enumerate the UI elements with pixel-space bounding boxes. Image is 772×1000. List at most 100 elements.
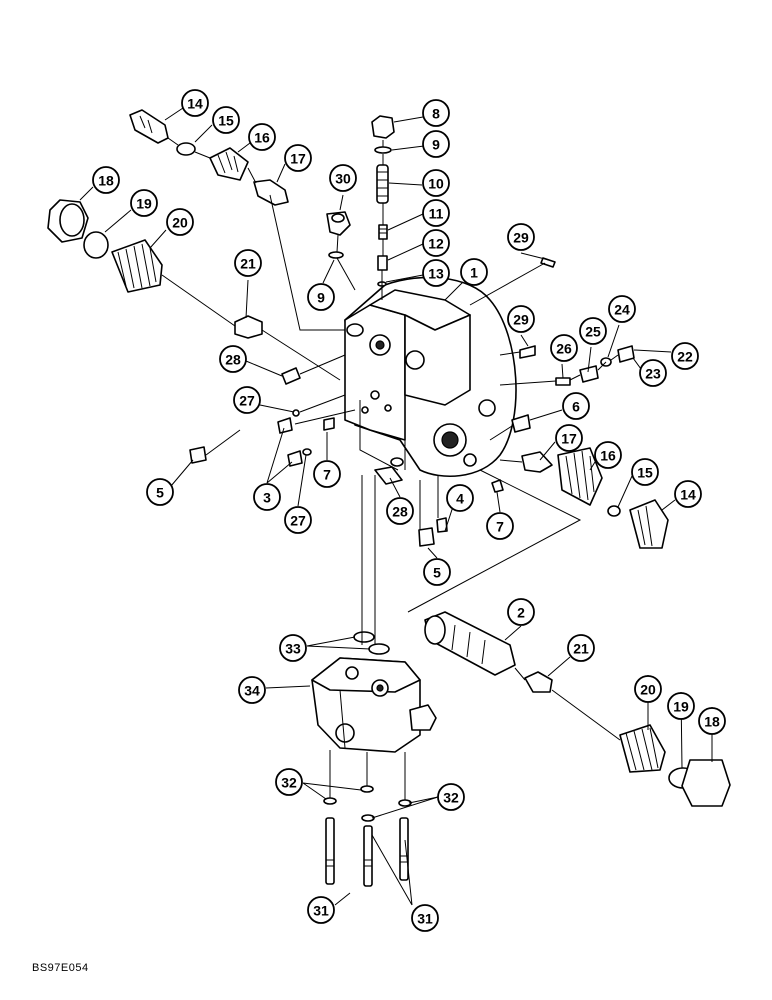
main-valve-housing	[344, 276, 517, 478]
callout-11: 11	[422, 199, 450, 227]
callout-circle	[608, 295, 636, 323]
callout-circle	[234, 249, 262, 277]
cartridge-stack-8-13	[371, 115, 395, 300]
callout-circle	[219, 345, 247, 373]
callout-9: 9	[422, 130, 450, 158]
callout-circle	[579, 317, 607, 345]
callout-28: 28	[386, 497, 414, 525]
callout-15: 15	[631, 458, 659, 486]
callout-number: 32	[281, 775, 297, 791]
callout-number: 10	[428, 176, 444, 192]
callout-number: 25	[585, 324, 601, 340]
callout-16: 16	[594, 441, 622, 469]
callout-circle	[279, 634, 307, 662]
callout-number: 18	[704, 714, 720, 730]
callout-number: 16	[600, 448, 616, 464]
callout-number: 28	[392, 504, 408, 520]
callout-number: 11	[429, 206, 444, 222]
callout-4: 4	[446, 484, 474, 512]
callout-33: 33	[279, 634, 307, 662]
callout-number: 31	[417, 911, 433, 927]
callout-circle	[313, 460, 341, 488]
callout-number: 7	[323, 467, 331, 483]
callout-18: 18	[698, 707, 726, 735]
callout-16: 16	[248, 123, 276, 151]
callout-21: 21	[567, 634, 595, 662]
callout-19: 19	[130, 189, 158, 217]
callout-circle	[698, 707, 726, 735]
callout-number: 14	[187, 96, 203, 112]
callout-circle	[422, 259, 450, 287]
callout-31: 31	[307, 896, 335, 924]
callout-circle	[212, 106, 240, 134]
callout-5: 5	[146, 478, 174, 506]
callout-number: 31	[313, 903, 329, 919]
callout-circle	[411, 904, 439, 932]
callout-number: 23	[645, 366, 661, 382]
callout-number: 18	[98, 173, 114, 189]
callout-circle	[422, 99, 450, 127]
callout-circle	[275, 768, 303, 796]
callout-34: 34	[238, 676, 266, 704]
callout-12: 12	[422, 229, 450, 257]
callout-number: 6	[572, 399, 580, 415]
right-small-parts-group	[469, 257, 635, 386]
callout-number: 9	[317, 290, 325, 306]
callout-circle	[437, 783, 465, 811]
callout-layer: 1415161718192030891011121329219129242526…	[92, 89, 726, 932]
callout-circle	[667, 692, 695, 720]
callout-8: 8	[422, 99, 450, 127]
callout-circle	[639, 359, 667, 387]
callout-6: 6	[562, 392, 590, 420]
callout-circle	[238, 676, 266, 704]
callout-2: 2	[507, 598, 535, 626]
callout-number: 27	[239, 393, 255, 409]
upper-left-plug-spring-group	[47, 199, 341, 381]
callout-circle	[446, 484, 474, 512]
callout-number: 3	[263, 490, 271, 506]
callout-circle	[248, 123, 276, 151]
callout-20: 20	[634, 675, 662, 703]
figure-code: BS97E054	[32, 962, 89, 974]
callout-20: 20	[166, 208, 194, 236]
callout-22: 22	[671, 342, 699, 370]
callout-circle	[550, 334, 578, 362]
callout-17: 17	[555, 424, 583, 452]
callout-circle	[486, 512, 514, 540]
callout-18: 18	[92, 166, 120, 194]
callout-circle	[386, 497, 414, 525]
callout-number: 17	[561, 431, 577, 447]
callout-number: 9	[432, 137, 440, 153]
callout-number: 22	[677, 349, 693, 365]
callout-circle	[92, 166, 120, 194]
callout-number: 29	[513, 230, 529, 246]
callout-number: 4	[456, 491, 464, 507]
callout-number: 8	[432, 106, 440, 122]
callout-number: 28	[225, 352, 241, 368]
callout-circle	[460, 258, 488, 286]
callout-circle	[146, 478, 174, 506]
callout-number: 5	[433, 565, 441, 581]
callout-number: 21	[240, 256, 256, 272]
left-small-fittings	[189, 354, 356, 467]
callout-circle	[555, 424, 583, 452]
upper-left-relief-group	[129, 109, 289, 206]
callout-21: 21	[234, 249, 262, 277]
callout-9: 9	[307, 283, 335, 311]
callout-7: 7	[486, 512, 514, 540]
callout-number: 19	[136, 196, 152, 212]
callout-number: 15	[637, 465, 653, 481]
lower-section-block	[311, 475, 437, 753]
callout-circle	[329, 164, 357, 192]
callout-number: 24	[614, 302, 630, 318]
callout-circle	[507, 223, 535, 251]
callout-circle	[562, 392, 590, 420]
callout-leaders	[79, 107, 713, 906]
callout-number: 30	[335, 171, 351, 187]
callout-number: 20	[172, 215, 188, 231]
callout-number: 26	[556, 341, 572, 357]
callout-circle	[284, 144, 312, 172]
callout-circle	[166, 208, 194, 236]
callout-19: 19	[667, 692, 695, 720]
callout-29: 29	[507, 223, 535, 251]
